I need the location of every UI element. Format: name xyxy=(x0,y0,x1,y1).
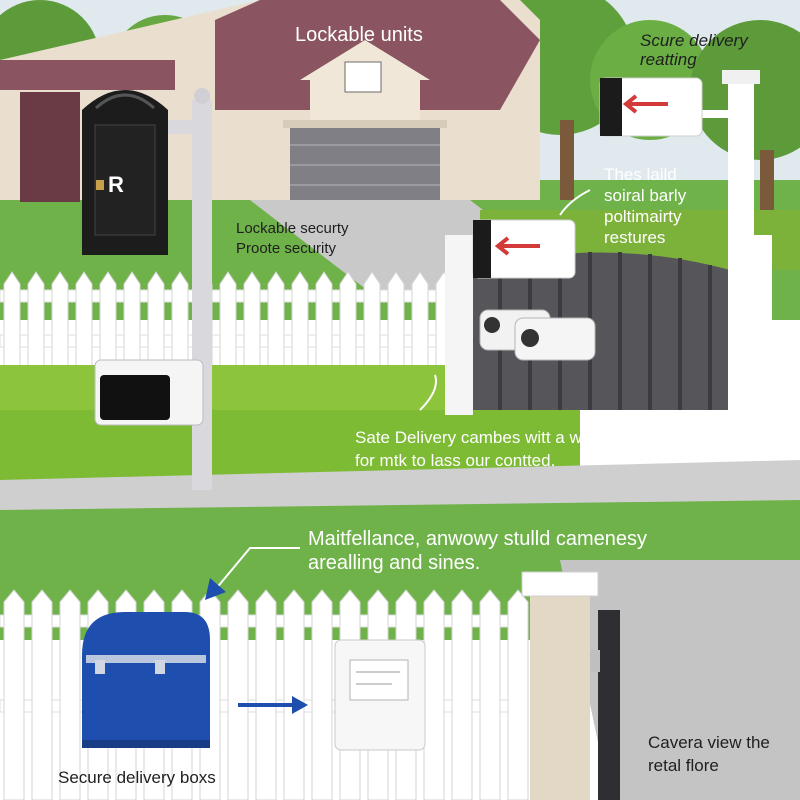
fence-picket xyxy=(3,271,21,369)
lockable-security-label-1: Lockable securty xyxy=(236,220,349,237)
fence-picket xyxy=(339,271,357,369)
fence-picket xyxy=(311,589,333,800)
fence-picket xyxy=(283,589,305,800)
parcel-box-small xyxy=(94,359,204,426)
garden-label-3: poltimairty xyxy=(604,207,682,226)
safe-delivery-label-2: for mtk to lass our contted. xyxy=(355,451,556,470)
camera-label-2: retal flore xyxy=(648,756,719,775)
post-sign-top xyxy=(599,77,735,137)
security-cameras xyxy=(479,309,596,361)
blue-delivery-box xyxy=(82,612,210,748)
fence-picket xyxy=(31,589,53,800)
garden-label-1: Thes laild xyxy=(604,165,677,184)
fence-picket xyxy=(315,271,333,369)
fence-picket xyxy=(219,271,237,369)
mailbox-letter: R xyxy=(108,172,124,197)
camera-label-1: Cavera view the xyxy=(648,733,770,752)
fence-picket xyxy=(59,589,81,800)
fence-picket xyxy=(27,271,45,369)
driveway-gate xyxy=(445,70,772,420)
fence-picket xyxy=(423,589,445,800)
garden-label-4: restures xyxy=(604,228,666,247)
fence-picket xyxy=(267,271,285,369)
fence-picket xyxy=(291,271,309,369)
front-gate-post xyxy=(521,571,620,800)
fence-picket xyxy=(147,271,165,369)
post-sign-gate xyxy=(472,219,576,279)
fence-picket xyxy=(171,271,189,369)
safe-delivery-label-1: Sate Delivery cambes witt a with Forgets xyxy=(355,428,663,447)
fence-picket xyxy=(243,271,261,369)
secure-delivery-label-1: Scure delivery xyxy=(640,31,748,50)
fence-picket xyxy=(227,589,249,800)
fence-picket xyxy=(479,589,501,800)
fence-picket xyxy=(123,271,141,369)
fence-picket xyxy=(51,271,69,369)
secure-boxes-label: Secure delivery boxs xyxy=(58,768,216,787)
fence-picket xyxy=(411,271,429,369)
maintenance-label-2: arealling and sines. xyxy=(308,552,481,574)
fence-picket xyxy=(75,271,93,369)
fence-picket xyxy=(387,271,405,369)
lockable-security-label-2: Proote security xyxy=(236,240,337,257)
fence-picket xyxy=(255,589,277,800)
fence-picket xyxy=(363,271,381,369)
picket-row-front xyxy=(3,589,529,800)
lockable-units-label: Lockable units xyxy=(295,24,423,46)
blue-arrow xyxy=(238,696,308,714)
maintenance-label-1: Maitfellance, anwowy stulld camenesy xyxy=(308,528,648,550)
fence-picket xyxy=(451,589,473,800)
white-parcel-box xyxy=(334,639,426,751)
garden-label-2: soiral barly xyxy=(604,186,687,205)
fence-picket xyxy=(3,589,25,800)
fence-picket xyxy=(507,589,529,800)
callout-pointer xyxy=(205,189,591,600)
secure-delivery-label-2: reatting xyxy=(640,50,697,69)
fence-picket xyxy=(99,271,117,369)
